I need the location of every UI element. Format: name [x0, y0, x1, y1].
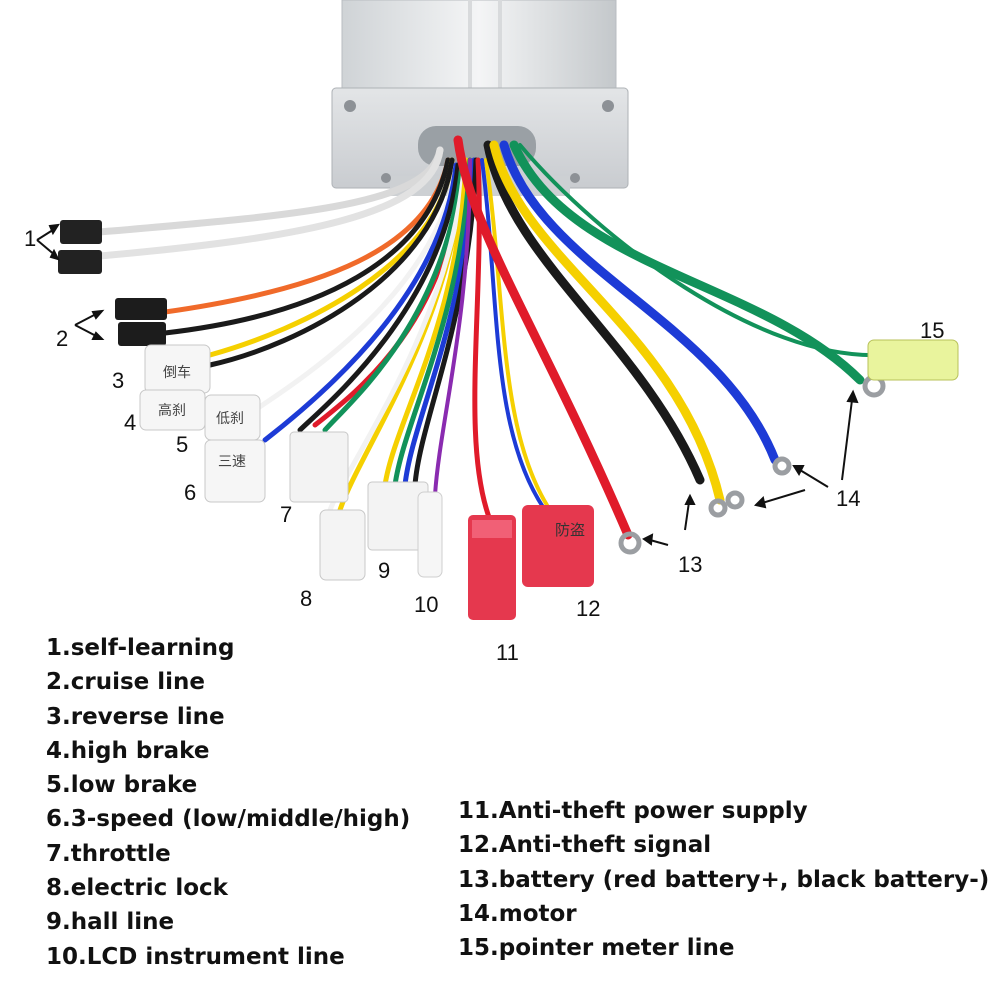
callout-8: 8 — [300, 586, 313, 611]
connector-low-brake: 低刹 — [204, 394, 261, 441]
legend-item: 14.motor — [458, 900, 577, 927]
connector-throttle — [289, 431, 349, 503]
callout-10: 10 — [414, 592, 439, 617]
legend-item: 4.high brake — [46, 737, 210, 764]
connector-reverse: 倒车 — [144, 344, 211, 394]
legend-right: 11.Anti-theft power supply 12.Anti-theft… — [458, 794, 989, 965]
legend-item: 8.electric lock — [46, 875, 228, 902]
connector-label: 三速 — [218, 454, 246, 470]
callout-4: 4 — [124, 410, 137, 435]
pointer-arrows — [36, 223, 859, 546]
legend-item: 1.self-learning — [46, 635, 235, 661]
legend-item: 3.reverse line — [46, 703, 225, 730]
screw-icon — [344, 100, 356, 112]
legend-item: 2.cruise line — [46, 669, 206, 696]
legend-left: 1.self-learning 2.cruise line 3.reverse … — [46, 631, 410, 974]
callout-9: 9 — [378, 558, 391, 583]
callout-14: 14 — [836, 486, 861, 511]
connector-high-brake: 高刹 — [139, 389, 206, 431]
connector-label: 高刹 — [158, 402, 186, 419]
legend-item: 13.battery (red battery+, black battery-… — [458, 866, 990, 893]
legend-item: 15.pointer meter line — [458, 935, 735, 962]
controller-wiring-illustration: 倒车 高刹 低刹 三速 防盗 — [36, 0, 959, 620]
legend-item: 5.low brake — [46, 772, 198, 799]
connector-anti-theft-signal: 防盗 — [522, 505, 594, 587]
callout-1: 1 — [24, 226, 37, 251]
callout-5: 5 — [176, 432, 189, 457]
callout-6: 6 — [184, 480, 197, 505]
legend-item: 7.throttle — [46, 840, 171, 867]
connector-3-speed: 三速 — [204, 439, 266, 503]
legend-item: 9.hall line — [46, 909, 175, 936]
screw-icon — [381, 173, 391, 183]
screw-icon — [570, 173, 580, 183]
legend-item: 10.LCD instrument line — [46, 943, 345, 970]
legend-item: 12.Anti-theft signal — [458, 832, 712, 859]
callout-12: 12 — [576, 596, 601, 621]
connector-cruise — [115, 298, 167, 346]
callout-3: 3 — [112, 368, 125, 393]
connector-self-learning — [58, 220, 102, 274]
connector-label: 低刹 — [216, 411, 244, 427]
callout-7: 7 — [280, 502, 293, 527]
callout-2: 2 — [56, 326, 69, 351]
legend-item: 11.Anti-theft power supply — [458, 798, 808, 824]
callout-15: 15 — [920, 318, 945, 343]
callout-11: 11 — [496, 640, 519, 665]
connector-electric-lock — [319, 509, 366, 581]
screw-icon — [602, 100, 614, 112]
callout-13: 13 — [678, 552, 703, 577]
wire-bundle — [96, 135, 882, 540]
connector-pointer-meter — [867, 339, 959, 381]
connector-label: 倒车 — [163, 364, 191, 381]
connector-lcd — [417, 491, 443, 578]
connector-label: 防盗 — [555, 521, 585, 539]
connector-anti-theft-power — [468, 515, 516, 620]
legend-item: 6.3-speed (low/middle/high) — [46, 806, 411, 833]
connectors: 倒车 高刹 低刹 三速 防盗 — [58, 220, 959, 620]
